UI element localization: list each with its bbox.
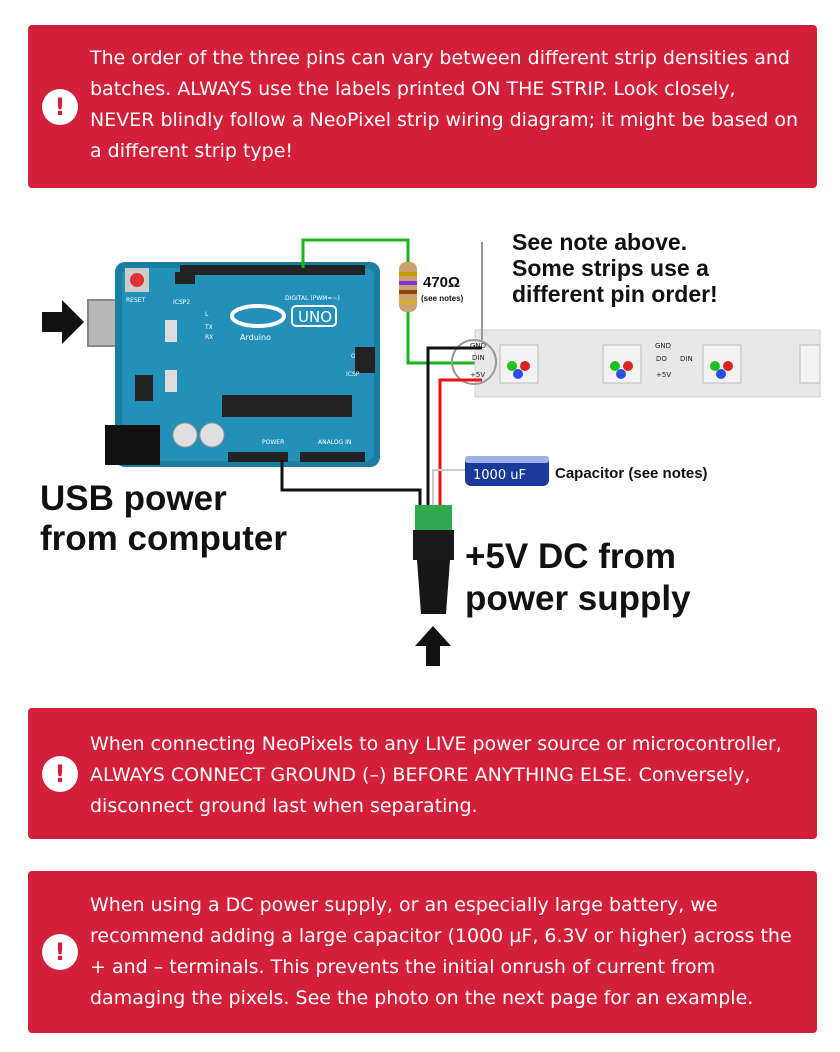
arduino-label: Arduino — [240, 333, 271, 342]
tx-label: TX — [204, 324, 213, 331]
led-pixel — [602, 344, 642, 384]
l-label: L — [205, 311, 209, 318]
data-wire — [301, 238, 482, 365]
resistor-icon — [399, 262, 417, 312]
strip-5v-label: +5V — [470, 371, 485, 379]
arduino-board: RESET DIGITAL (PWM=~) ICSP2 UNO Arduino … — [105, 262, 380, 467]
strip-gnd-label: GND — [470, 342, 486, 350]
note-line-1: See note above. — [512, 229, 687, 255]
icsp-label: ICSP — [346, 371, 360, 378]
reset-label: RESET — [126, 297, 146, 304]
strip-din-label: DIN — [472, 354, 485, 362]
resistor-note-label: (see notes) — [421, 294, 464, 303]
capacitor-label: Capacitor (see notes) — [555, 465, 708, 482]
led-pixel — [702, 344, 742, 384]
digital-label: DIGITAL (PWM=~) — [285, 295, 340, 302]
led-strip: GND DIN +5V GND DO DIN +5V — [470, 329, 821, 398]
warning-text: The order of the three pins can vary bet… — [90, 47, 799, 162]
exclamation-icon: ! — [42, 755, 78, 792]
power-label: POWER — [262, 439, 284, 446]
icsp2-label: ICSP2 — [173, 299, 190, 306]
ground-wire — [426, 346, 482, 510]
dc-label-line-1: +5V DC from — [465, 537, 676, 576]
uno-label: UNO — [298, 308, 332, 326]
warning-text: When connecting NeoPixels to any LIVE po… — [90, 733, 782, 817]
led-pixel — [799, 344, 821, 384]
analog-label: ANALOG IN — [318, 439, 351, 446]
usb-label-line-1: USB power — [40, 479, 227, 518]
warning-callout-pin-order: ! The order of the three pins can vary b… — [28, 25, 817, 188]
capacitor-value-label: 1000 uF — [473, 468, 526, 483]
note-line-3: different pin order! — [512, 281, 718, 307]
wiring-diagram: RESET DIGITAL (PWM=~) ICSP2 UNO Arduino … — [40, 229, 821, 666]
led-pixel — [499, 344, 539, 384]
exclamation-icon: ! — [42, 88, 78, 125]
strip-din-label: DIN — [680, 355, 693, 363]
warning-callout-capacitor: ! When using a DC power supply, or an es… — [28, 871, 817, 1033]
strip-5v-label: +5V — [656, 371, 671, 379]
strip-gnd-label: GND — [655, 342, 671, 350]
ground-wire — [280, 460, 422, 510]
capacitor-icon: 1000 uF — [465, 456, 549, 486]
warning-callout-ground: ! When connecting NeoPixels to any LIVE … — [28, 708, 817, 839]
dc-jack: ⊖ ⊕ — [413, 505, 454, 614]
exclamation-icon: ! — [42, 934, 78, 970]
note-line-2: Some strips use a — [512, 255, 709, 281]
warning-text: When using a DC power supply, or an espe… — [90, 894, 792, 1009]
dc-arrow-icon — [415, 626, 451, 666]
power-wire — [438, 378, 482, 510]
usb-arrow-icon — [42, 300, 84, 344]
rx-label: RX — [205, 334, 213, 341]
dc-label-line-2: power supply — [465, 579, 691, 618]
strip-do-label: DO — [656, 355, 667, 363]
pin-highlight — [451, 339, 497, 385]
usb-label-line-2: from computer — [40, 519, 287, 558]
resistor-value-label: 470Ω — [423, 274, 460, 291]
